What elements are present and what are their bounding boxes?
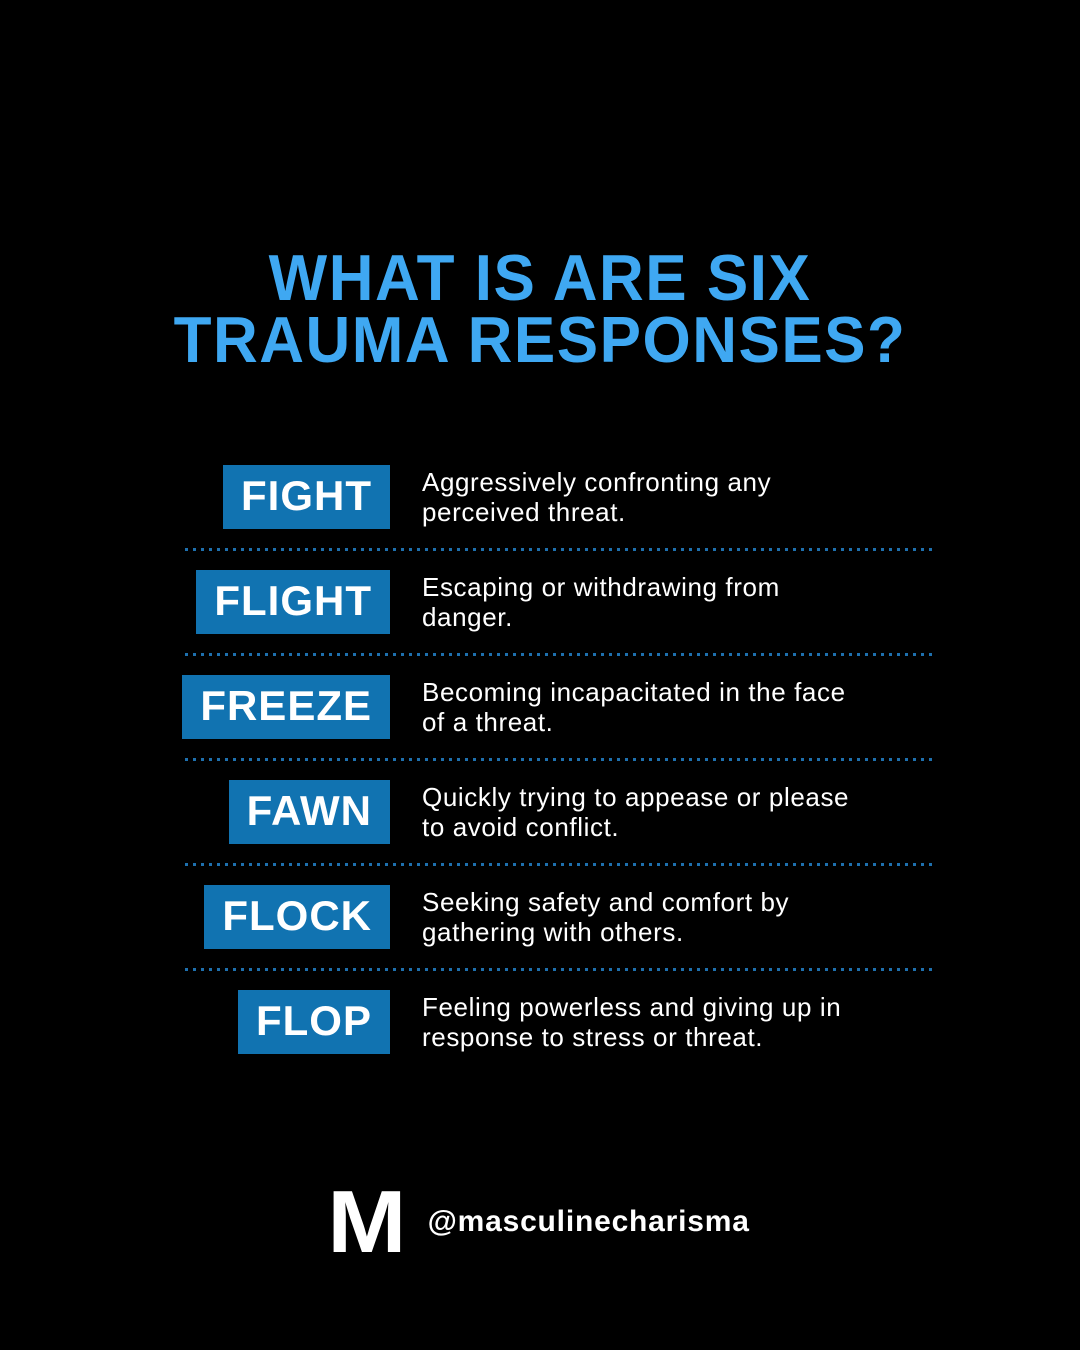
badge-fight: FIGHT [223, 465, 390, 529]
response-description: Escaping or withdrawing from danger. [422, 572, 780, 633]
badge-column: FAWN [185, 780, 390, 844]
response-row-freeze: FREEZE Becoming incapacitated in the fac… [182, 656, 935, 758]
social-handle: @masculinecharisma [427, 1205, 750, 1238]
separator-dotted [185, 968, 935, 971]
footer: M @masculinecharisma [0, 1178, 1080, 1266]
badge-freeze: FREEZE [182, 675, 390, 739]
response-row-flop: FLOP Feeling powerless and giving up in … [185, 971, 935, 1073]
description-line: gathering with others. [422, 917, 684, 947]
responses-list: FIGHT Aggressively confronting any perce… [182, 446, 935, 1073]
badge-column: FLIGHT [185, 570, 390, 634]
description-line: Seeking safety and comfort by [422, 886, 790, 917]
description-line: Aggressively confronting any [422, 466, 772, 497]
separator-dotted [185, 548, 935, 551]
separator-dotted [185, 758, 935, 761]
badge-fawn: FAWN [228, 780, 390, 844]
badge-column: FIGHT [185, 465, 390, 529]
response-row-fawn: FAWN Quickly trying to appease or please… [185, 761, 935, 863]
description-line: danger. [422, 602, 513, 632]
response-description: Becoming incapacitated in the face of a … [422, 677, 846, 738]
description-line: Quickly trying to appease or please [422, 781, 850, 812]
description-line: to avoid conflict. [422, 812, 620, 842]
badge-column: FREEZE [182, 675, 390, 739]
separator-dotted [185, 653, 935, 656]
description-line: Feeling powerless and giving up in [422, 991, 842, 1022]
badge-flop: FLOP [238, 990, 390, 1054]
description-line: Escaping or withdrawing from [422, 571, 780, 602]
description-line: response to stress or threat. [422, 1022, 764, 1052]
description-line: Becoming incapacitated in the face [422, 676, 846, 707]
response-row-flight: FLIGHT Escaping or withdrawing from dang… [185, 551, 935, 653]
response-description: Feeling powerless and giving up in respo… [422, 992, 841, 1053]
description-line: of a threat. [422, 707, 554, 737]
response-description: Seeking safety and comfort by gathering … [422, 887, 789, 948]
badge-column: FLOCK [185, 885, 390, 949]
response-row-fight: FIGHT Aggressively confronting any perce… [185, 446, 935, 548]
response-description: Quickly trying to appease or please to a… [422, 782, 849, 843]
page-title: WHAT IS ARE SIX TRAUMA RESPONSES? [0, 242, 1080, 377]
response-description: Aggressively confronting any perceived t… [422, 467, 771, 528]
badge-column: FLOP [185, 990, 390, 1054]
badge-flight: FLIGHT [196, 570, 390, 634]
page-title-line1: WHAT IS ARE SIX [268, 242, 812, 315]
description-line: perceived threat. [422, 497, 626, 527]
separator-dotted [185, 863, 935, 866]
badge-flock: FLOCK [204, 885, 390, 949]
brand-logo-m: M [327, 1172, 406, 1271]
response-row-flock: FLOCK Seeking safety and comfort by gath… [185, 866, 935, 968]
page-title-line2: TRAUMA RESPONSES? [173, 304, 907, 377]
